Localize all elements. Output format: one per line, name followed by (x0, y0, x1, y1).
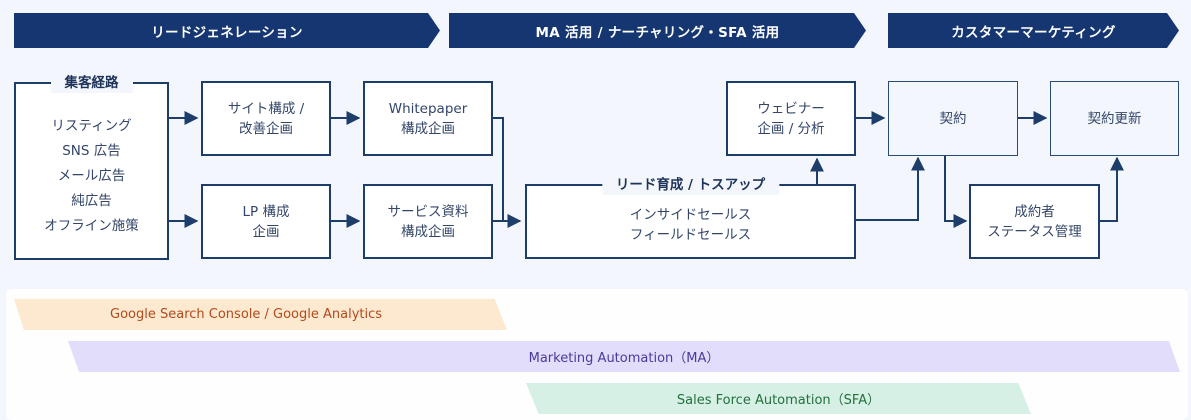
node-contract: 契約 (888, 81, 1018, 156)
node-label: インサイドセールス (629, 206, 752, 223)
channel-item: リスティング (51, 118, 132, 134)
channel-item: メール広告 (57, 168, 126, 184)
acquisition-title: 集客経路 (50, 73, 133, 93)
node-label: 契約 (939, 110, 967, 127)
node-label: 改善企画 (239, 120, 293, 137)
arrow-nurture-to-contract (856, 156, 925, 221)
node-lp-planning: LP 構成 企画 (201, 184, 331, 259)
node-site-planning: サイト構成 / 改善企画 (201, 81, 331, 156)
arrow-whitepaper-to-nurture (493, 117, 522, 228)
node-label: フィールドセールス (629, 226, 752, 243)
node-label: サイト構成 / (227, 100, 305, 117)
phase-label: カスタマーマーケティング (951, 24, 1116, 41)
phase-ma-sfa: MA 活用 / ナーチャリング・SFA 活用 (449, 13, 866, 48)
tool-label: Marketing Automation（MA） (528, 351, 720, 366)
nurture-title: リード育成 / トスアップ (601, 175, 780, 195)
node-contract-renewal: 契約更新 (1050, 81, 1179, 156)
channel-item: 純広告 (71, 193, 112, 209)
tool-bar-ma: Marketing Automation（MA） (68, 341, 1180, 372)
node-label: LP 構成 (242, 203, 290, 220)
node-lead-nurturing: リード育成 / トスアップ インサイドセールス フィールドセールス (525, 175, 856, 259)
tool-label: Google Search Console / Google Analytics (110, 307, 383, 322)
node-label: 契約更新 (1087, 110, 1142, 127)
node-label: ステータス管理 (987, 223, 1082, 240)
channel-item: オフライン施策 (44, 218, 139, 234)
arrow-status-to-renewal (1100, 156, 1124, 222)
node-label: 構成企画 (401, 120, 455, 137)
channel-item: SNS 広告 (62, 143, 121, 159)
node-customer-status: 成約者 ステータス管理 (969, 184, 1100, 259)
arrow-contract-to-status (944, 155, 968, 228)
tool-label: Sales Force Automation（SFA） (676, 393, 881, 408)
phase-customer-marketing: カスタマーマーケティング (888, 13, 1179, 48)
node-whitepaper: Whitepaper 構成企画 (363, 81, 493, 156)
node-label: サービス資料 (387, 203, 469, 220)
node-label: Whitepaper (388, 100, 468, 117)
tool-bar-google: Google Search Console / Google Analytics (14, 299, 507, 330)
phase-label: リードジェネレーション (151, 24, 303, 41)
node-label: 成約者 (1014, 203, 1055, 220)
node-service-doc: サービス資料 構成企画 (363, 184, 493, 259)
phase-lead-generation: リードジェネレーション (14, 13, 440, 48)
phase-label: MA 活用 / ナーチャリング・SFA 活用 (535, 24, 780, 41)
node-webinar: ウェビナー 企画 / 分析 (726, 81, 856, 156)
node-label: ウェビナー (757, 100, 825, 117)
node-label: 企画 (252, 223, 280, 240)
acquisition-channels-box: 集客経路 リスティング SNS 広告 メール広告 純広告 オフライン施策 (14, 73, 169, 260)
node-label: 構成企画 (401, 223, 455, 240)
tool-bar-sfa: Sales Force Automation（SFA） (526, 383, 1031, 414)
node-label: 企画 / 分析 (757, 120, 825, 137)
